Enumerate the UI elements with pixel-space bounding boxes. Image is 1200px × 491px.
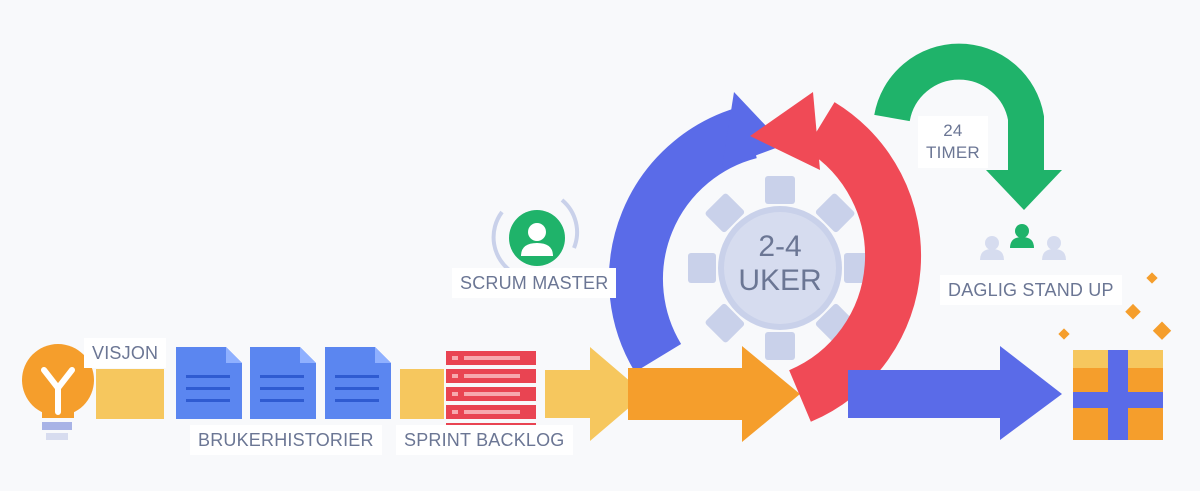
user-stories-documents [176, 347, 391, 419]
flow-arrow-blue [848, 346, 1062, 440]
daily-loop-arrow-green [874, 43, 1062, 210]
backlog-band [400, 369, 444, 419]
label-vision: VISJON [84, 338, 167, 368]
label-daily-duration-top: 24 [943, 121, 963, 140]
label-daily-standup: DAGLIG STAND UP [940, 275, 1122, 305]
gift-box-icon [1073, 350, 1163, 440]
scrum-master-icon [491, 198, 580, 274]
lightbulb-icon [22, 344, 94, 440]
label-user-stories: BRUKERHISTORIER [190, 425, 382, 455]
cycle-duration: 2-4 UKER [730, 230, 830, 298]
cycle-duration-top: 2-4 [758, 230, 802, 263]
flow-arrow-yellow [545, 347, 645, 441]
label-daily-duration: 24 TIMER [918, 116, 988, 168]
cycle-duration-bottom: UKER [738, 264, 822, 297]
sprint-cycle-arrow-red [750, 92, 922, 422]
sprint-cycle-arrow-blue [608, 92, 784, 372]
label-daily-duration-bottom: TIMER [926, 143, 980, 162]
sparkle-icons [1058, 272, 1172, 340]
label-sprint-backlog: SPRINT BACKLOG [396, 425, 573, 455]
flow-arrow-orange [628, 346, 800, 442]
label-scrum-master: SCRUM MASTER [452, 268, 617, 298]
standup-people-icon [980, 224, 1066, 260]
vision-band [96, 369, 164, 419]
